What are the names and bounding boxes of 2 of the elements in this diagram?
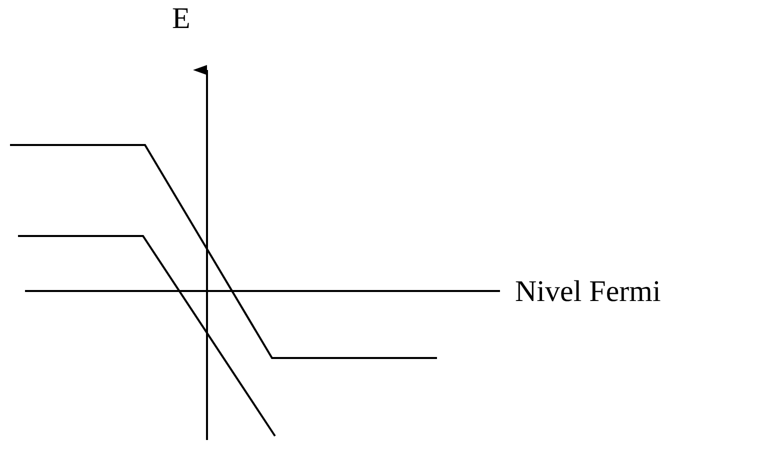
fermi-level-label: Nivel Fermi xyxy=(515,277,661,307)
axis-label: E xyxy=(172,4,190,34)
